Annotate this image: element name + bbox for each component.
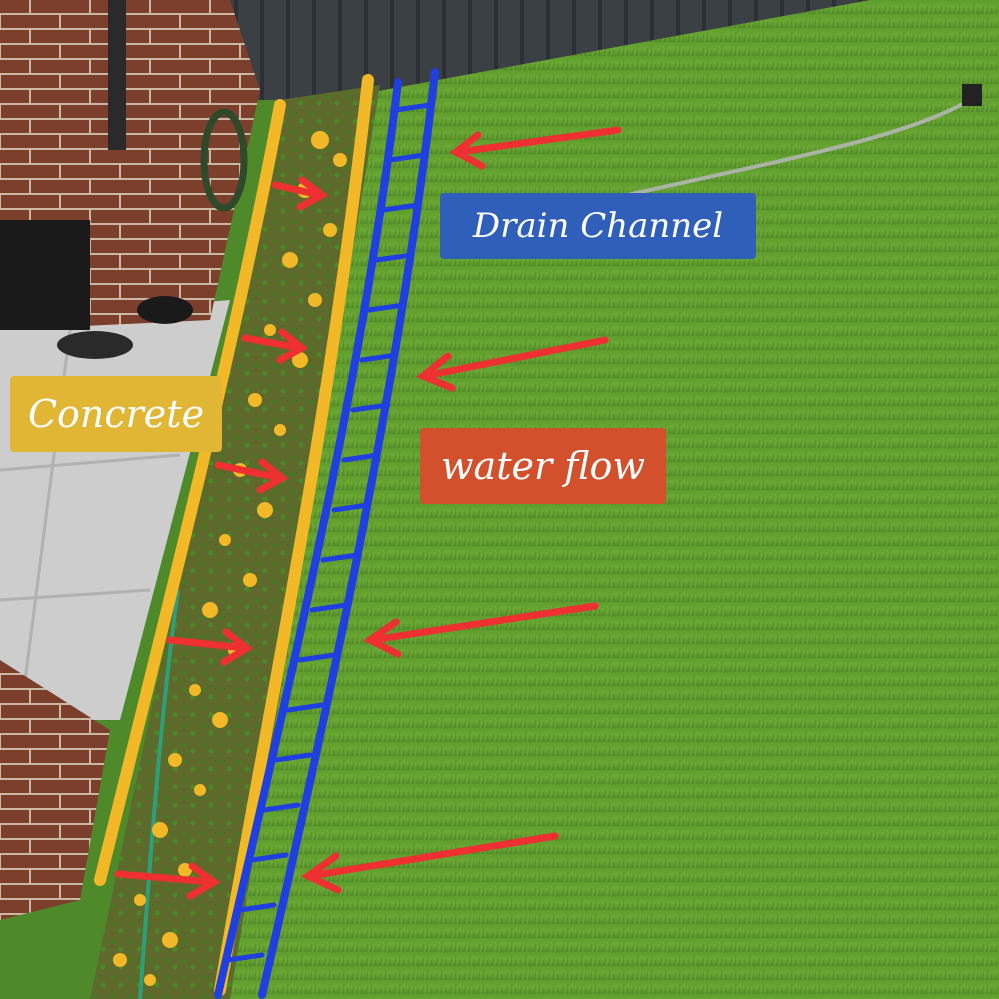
concrete-outline-left bbox=[94, 99, 286, 886]
arrow-icon bbox=[301, 832, 559, 894]
garden-hose bbox=[559, 98, 971, 212]
bed-flow-arrows bbox=[114, 176, 329, 900]
brick-wall-lower bbox=[0, 660, 110, 920]
drain-channel-left bbox=[214, 78, 402, 999]
arrow-icon bbox=[114, 862, 221, 900]
arrow-icon bbox=[241, 328, 309, 364]
drain-channel-rungs bbox=[225, 102, 433, 963]
concrete-fill-marks bbox=[113, 131, 347, 986]
drain-channel-label: Drain Channel bbox=[440, 193, 756, 259]
concrete-outline-right bbox=[214, 74, 374, 996]
arrow-icon bbox=[449, 126, 622, 170]
garden-bed bbox=[90, 85, 380, 999]
arrow-icon bbox=[214, 458, 289, 494]
arrow-icon bbox=[363, 602, 599, 658]
downpipe bbox=[108, 0, 126, 150]
arrow-icon bbox=[166, 628, 254, 666]
water-flow-arrows bbox=[301, 126, 622, 894]
concrete-label: Concrete bbox=[10, 376, 222, 452]
sandals bbox=[137, 296, 193, 324]
sprinkler bbox=[962, 84, 982, 106]
arrow-icon bbox=[416, 336, 609, 392]
water-flow-label: water flow bbox=[420, 428, 666, 504]
hose-reel bbox=[200, 108, 248, 212]
arrow-icon bbox=[271, 176, 329, 211]
